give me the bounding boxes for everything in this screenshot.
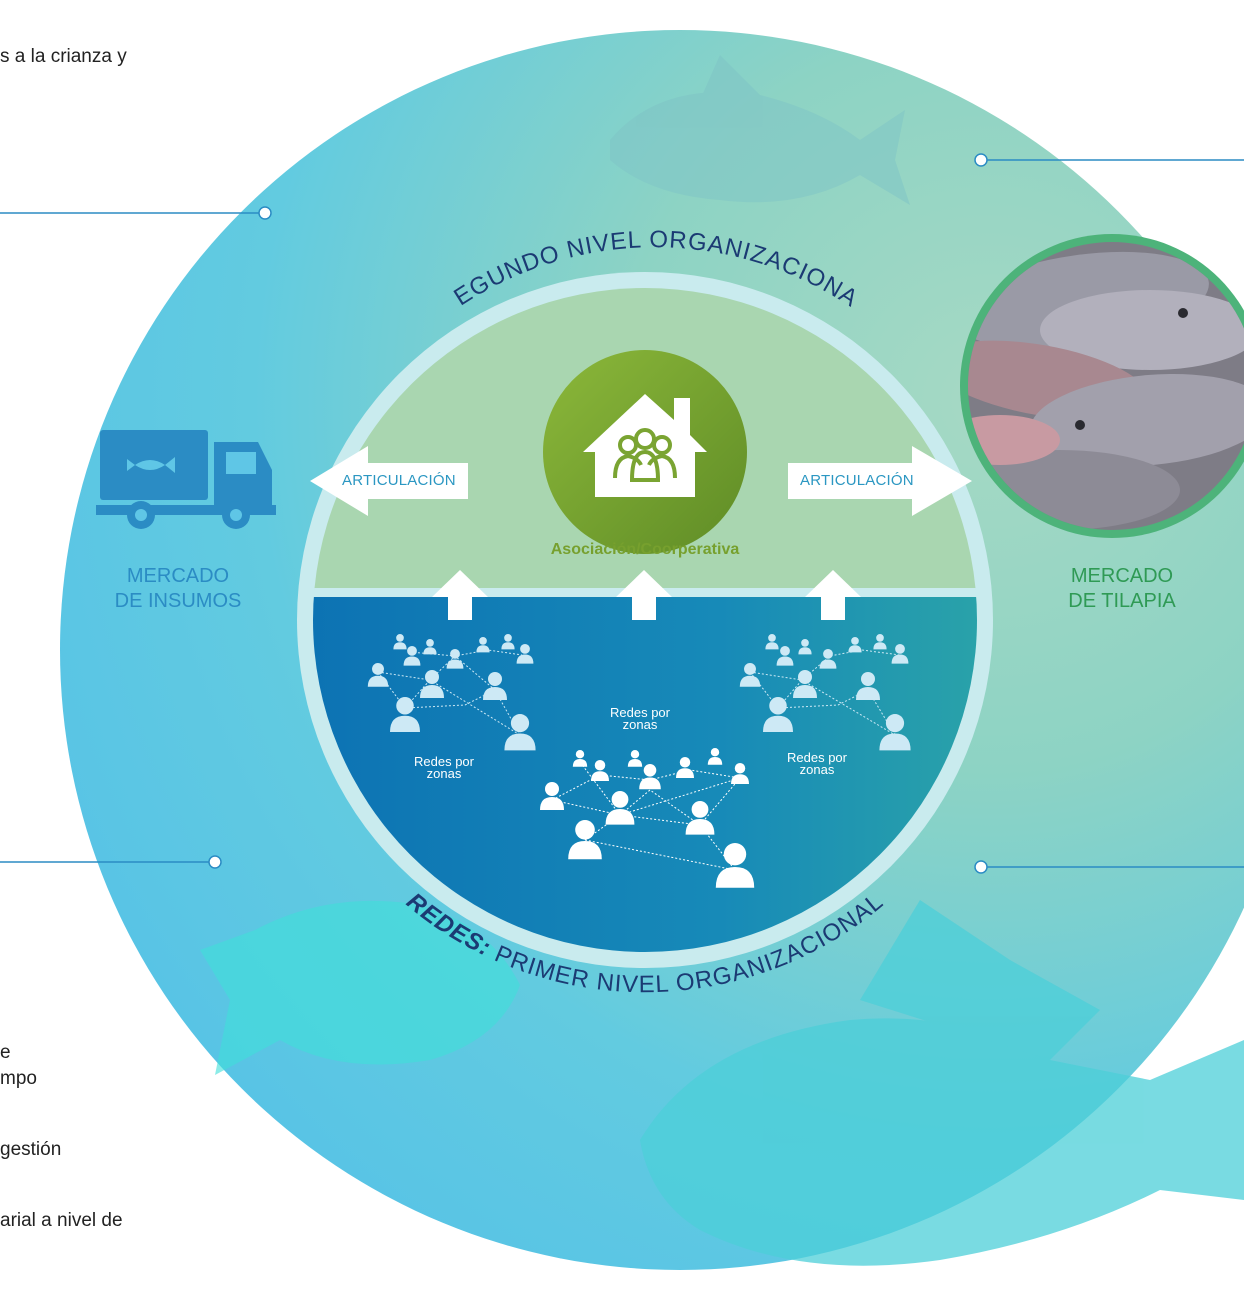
- house-group-icon: [583, 394, 707, 497]
- tilapia-photo: [960, 234, 1244, 538]
- network-label-center-line1: Redes por: [610, 705, 670, 720]
- fish-decoration-bottom-left-icon: [200, 900, 520, 1075]
- network-label-right-line2: zonas: [799, 762, 835, 777]
- network-left: [367, 634, 536, 751]
- side-text-top: s a la crianza y: [0, 46, 127, 67]
- articulation-arrow-left-icon: [310, 446, 468, 516]
- market-insumos-line1: MERCADO: [126, 565, 230, 587]
- network-label-left-line2: zonas: [426, 766, 462, 781]
- network-label-center: Redes por zonas: [585, 705, 695, 732]
- articulation-arrow-right-icon: [788, 446, 972, 516]
- side-text-bottom-4: arial a nivel de: [0, 1210, 123, 1231]
- market-tilapia-line2: DE TILAPIA: [1068, 590, 1176, 612]
- network-right: [739, 634, 911, 751]
- leader-lines: [0, 153, 1244, 874]
- articulation-left-label: ARTICULACIÓN: [342, 472, 456, 489]
- articulation-right-label: ARTICULACIÓN: [800, 472, 914, 489]
- side-text-bottom-2: mpo: [0, 1068, 37, 1089]
- market-insumos-line2: DE INSUMOS: [114, 590, 242, 612]
- fish-truck-icon: [96, 430, 276, 529]
- fish-decoration-bottom-right-icon: [640, 900, 1244, 1266]
- fish-decoration-top-icon: [610, 55, 910, 205]
- network-label-right: Redes por zonas: [762, 750, 872, 777]
- side-text-bottom-1: e: [0, 1042, 11, 1063]
- network-label-left-line1: Redes por: [414, 754, 474, 769]
- association-label: Asociación/Coorperativa: [550, 541, 740, 558]
- side-text-bottom-3: gestión: [0, 1139, 62, 1160]
- market-tilapia-line1: MERCADO: [1070, 565, 1174, 587]
- up-arrow-center-icon: [616, 570, 672, 620]
- up-arrow-right-icon: [805, 570, 861, 620]
- network-label-center-line2: zonas: [622, 717, 658, 732]
- network-label-right-line1: Redes por: [787, 750, 847, 765]
- up-arrow-left-icon: [432, 570, 488, 620]
- network-label-left: Redes por zonas: [389, 754, 499, 781]
- market-tilapia-label: MERCADO DE TILAPIA: [1032, 564, 1212, 614]
- market-insumos-label: MERCADO DE INSUMOS: [88, 564, 268, 614]
- up-arrows: [432, 570, 861, 620]
- network-center: [540, 748, 755, 888]
